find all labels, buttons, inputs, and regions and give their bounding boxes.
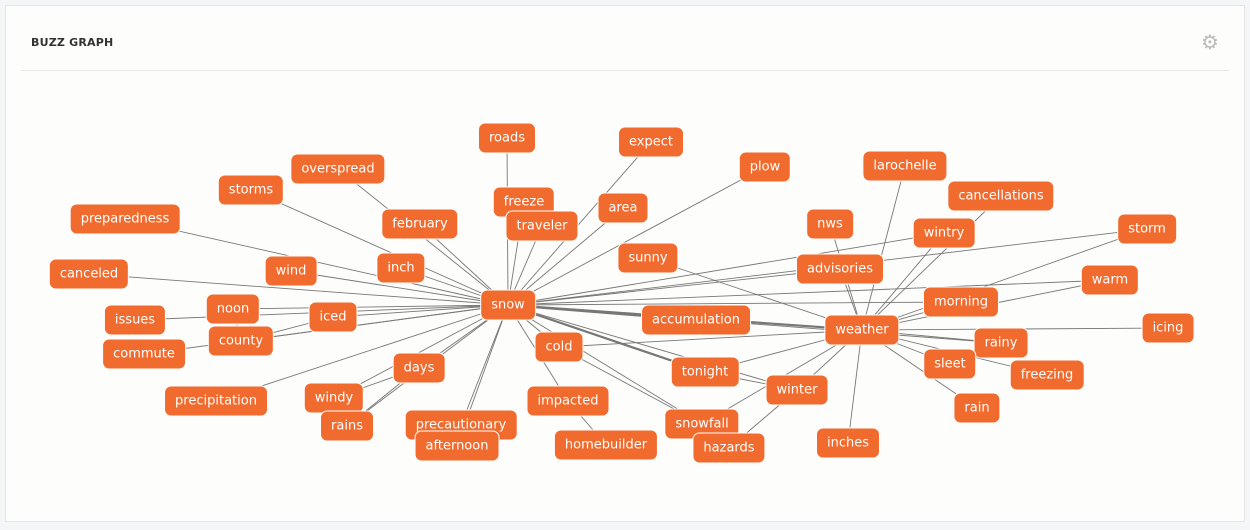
edge-snow-canceled [88,273,509,306]
edge-weather-wintry [861,232,945,331]
node-advisories[interactable]: advisories [796,253,884,285]
node-wind[interactable]: wind [264,255,318,287]
node-plow[interactable]: plow [738,151,792,183]
node-issues[interactable]: issues [103,304,167,336]
node-rains[interactable]: rains [320,410,374,442]
node-noon[interactable]: noon [205,293,261,325]
node-canceled[interactable]: canceled [48,258,130,290]
node-iced[interactable]: iced [308,301,358,333]
edge-snow-iced [332,304,509,318]
edge-snow-expect [507,141,652,306]
node-commute[interactable]: commute [102,338,186,370]
node-morning[interactable]: morning [922,286,1000,318]
node-nws[interactable]: nws [806,208,854,240]
edge-snow-wintry [507,232,945,306]
node-wintry[interactable]: wintry [912,217,976,249]
edge-snow-precipitation [215,304,509,402]
node-snow[interactable]: snow [480,289,536,321]
node-freezing[interactable]: freezing [1009,359,1085,391]
gear-icon[interactable]: ⚙ [1201,30,1219,54]
node-cancellations[interactable]: cancellations [947,180,1055,212]
node-impacted[interactable]: impacted [526,385,610,417]
divider [21,70,1229,71]
edge-weather-larochelle [861,165,906,331]
edge-snow-advisories [507,268,841,306]
edge-snow-winter [507,304,798,391]
edge-snow-noon [232,304,509,310]
node-tonight[interactable]: tonight [670,356,740,388]
node-accumulation[interactable]: accumulation [641,304,751,336]
node-rainy[interactable]: rainy [973,327,1029,359]
edge-snow-precautionary [460,304,509,426]
edge-snow-warm [507,279,1111,306]
edge-weather-cold [558,329,863,348]
node-winter[interactable]: winter [765,374,829,406]
edge-weather-cancellations [861,195,1002,331]
node-inch[interactable]: inch [376,252,426,284]
node-february[interactable]: february [381,208,459,240]
node-sunny[interactable]: sunny [617,242,679,274]
node-roads[interactable]: roads [477,122,537,154]
node-precipitation[interactable]: precipitation [164,385,268,417]
edge-snow-rainy [507,304,1002,344]
edge-snow-area [507,207,624,306]
node-county[interactable]: county [207,325,275,357]
edge-snow-plow [507,166,766,306]
panel-title: BUZZ GRAPH [31,36,114,49]
node-area[interactable]: area [597,192,649,224]
node-icing[interactable]: icing [1141,312,1195,344]
node-larochelle[interactable]: larochelle [862,150,948,182]
node-preparedness[interactable]: preparedness [69,203,181,235]
node-days[interactable]: days [392,352,446,384]
node-weather[interactable]: weather [824,314,900,346]
edge-snow-snowfall [507,304,703,425]
node-hazards[interactable]: hazards [692,432,766,464]
node-storm[interactable]: storm [1117,213,1177,245]
edge-weather-inches [847,329,863,444]
node-inches[interactable]: inches [815,427,881,459]
edge-snow-wind [290,270,509,306]
node-traveler[interactable]: traveler [505,210,579,242]
edge-weather-storm [861,228,1148,331]
node-expect[interactable]: expect [618,126,684,158]
node-homebuilder[interactable]: homebuilder [553,429,659,461]
node-warm[interactable]: warm [1080,264,1140,296]
node-windy[interactable]: windy [303,382,365,414]
node-cold[interactable]: cold [534,331,584,363]
edge-snow-storms [250,189,509,306]
node-sleet[interactable]: sleet [923,348,977,380]
edge-snow-windy [333,304,509,399]
node-rain[interactable]: rain [953,392,1001,424]
node-afternoon[interactable]: afternoon [414,430,500,462]
node-storms[interactable]: storms [217,174,285,206]
node-overspread[interactable]: overspread [290,153,386,185]
